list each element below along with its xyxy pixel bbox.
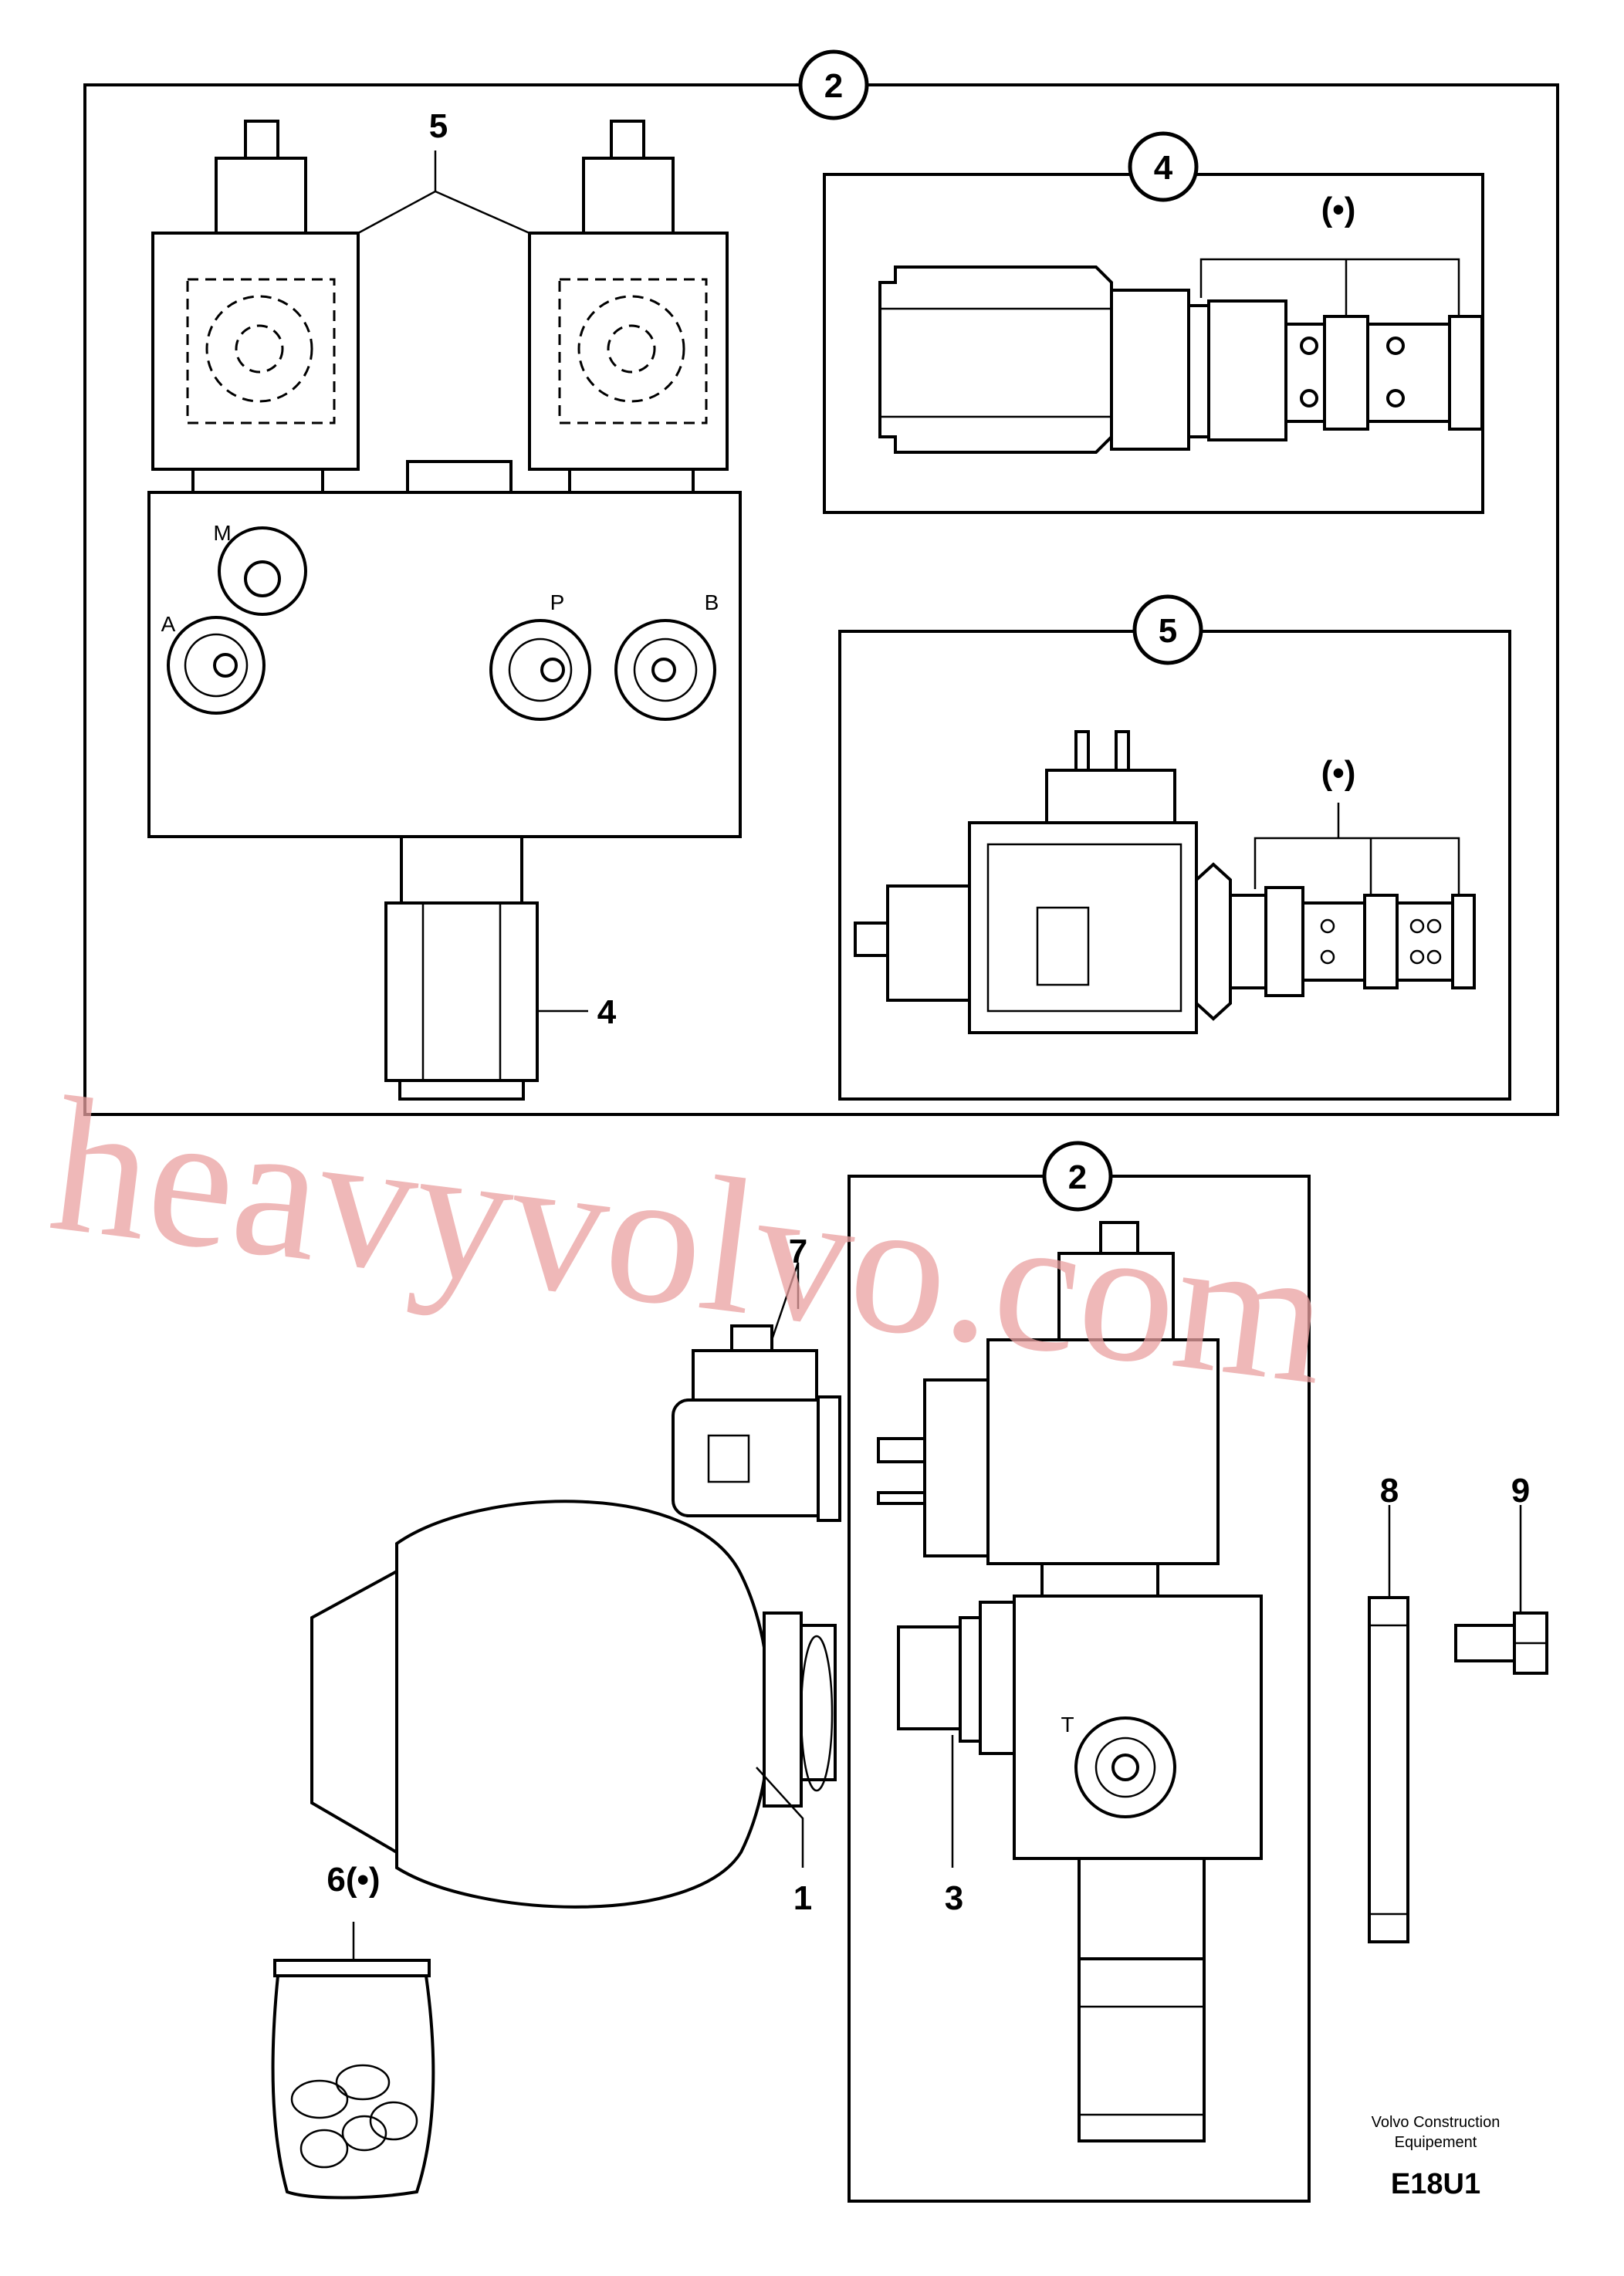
lower-group-number: 2 <box>1068 1158 1087 1196</box>
top-group-number: 2 <box>824 67 843 105</box>
detail-4-number: 4 <box>1154 149 1173 187</box>
port-b-label: B <box>705 590 719 614</box>
port-b[interactable]: B <box>614 590 719 721</box>
footer-line-1: Volvo Construction <box>1372 2114 1501 2131</box>
callout-1-label[interactable]: 1 <box>793 1879 812 1917</box>
callout-3-label[interactable]: 3 <box>945 1879 963 1917</box>
center-nut <box>406 460 513 495</box>
cartridge-valve-4[interactable] <box>878 265 1484 454</box>
lower-group-bubble[interactable] <box>1042 1141 1113 1212</box>
solenoid-valve-5[interactable] <box>854 730 1476 1034</box>
detail-4-note: (•) <box>1321 191 1356 228</box>
watermark: heavyvolvo.com <box>41 1057 1338 1425</box>
callout-7-leader <box>770 1262 800 1341</box>
detail-5-box: 5 <box>838 594 1511 1101</box>
callout-6-label[interactable]: 6(•) <box>326 1861 380 1899</box>
spacer-8[interactable] <box>1368 1596 1409 1943</box>
connector-7[interactable] <box>672 1324 841 1522</box>
valve-assembly-lower[interactable]: T <box>877 1221 1263 2142</box>
detail-4-box: 4 (•) <box>823 131 1484 514</box>
solenoid-left[interactable] <box>151 120 360 494</box>
detail-4-bubble[interactable] <box>1128 131 1199 202</box>
callout-8-label[interactable]: 8 <box>1380 1472 1399 1510</box>
callout-1-leader <box>756 1767 804 1868</box>
port-m[interactable]: M <box>213 521 307 616</box>
lower-assembly-group: 2 T 3 <box>848 1141 1311 2203</box>
seal-kit-6[interactable] <box>271 1959 435 2200</box>
detail-5-number: 5 <box>1159 612 1177 650</box>
port-p[interactable]: P <box>489 590 591 721</box>
detail-5-note: (•) <box>1321 754 1356 792</box>
callout-9-label[interactable]: 9 <box>1511 1472 1530 1510</box>
figure-code: E18U1 <box>1391 2168 1480 2200</box>
callout-7-label[interactable]: 7 <box>789 1233 807 1270</box>
detail-4-note-leader <box>1199 258 1460 316</box>
callout-5-leader <box>357 150 530 235</box>
callout-4-label[interactable]: 4 <box>597 993 617 1031</box>
callout-5-label[interactable]: 5 <box>429 107 448 145</box>
port-p-label: P <box>550 590 565 614</box>
detail-5-note-leader <box>1254 837 1460 895</box>
solenoid-right[interactable] <box>528 120 729 494</box>
port-t-label: T <box>1061 1713 1074 1737</box>
port-a[interactable]: A <box>161 612 266 715</box>
screw-9[interactable] <box>1454 1611 1548 1675</box>
top-assembly-group: 2 5 <box>83 49 1559 1116</box>
top-group-bubble[interactable] <box>798 49 869 120</box>
port-a-label: A <box>161 612 176 636</box>
detail-5-bubble[interactable] <box>1132 594 1203 665</box>
accumulator-1[interactable] <box>310 1500 837 1909</box>
port-m-label: M <box>213 521 231 545</box>
footer-line-2: Equipement <box>1395 2134 1477 2151</box>
valve-fitting[interactable] <box>384 835 539 1101</box>
